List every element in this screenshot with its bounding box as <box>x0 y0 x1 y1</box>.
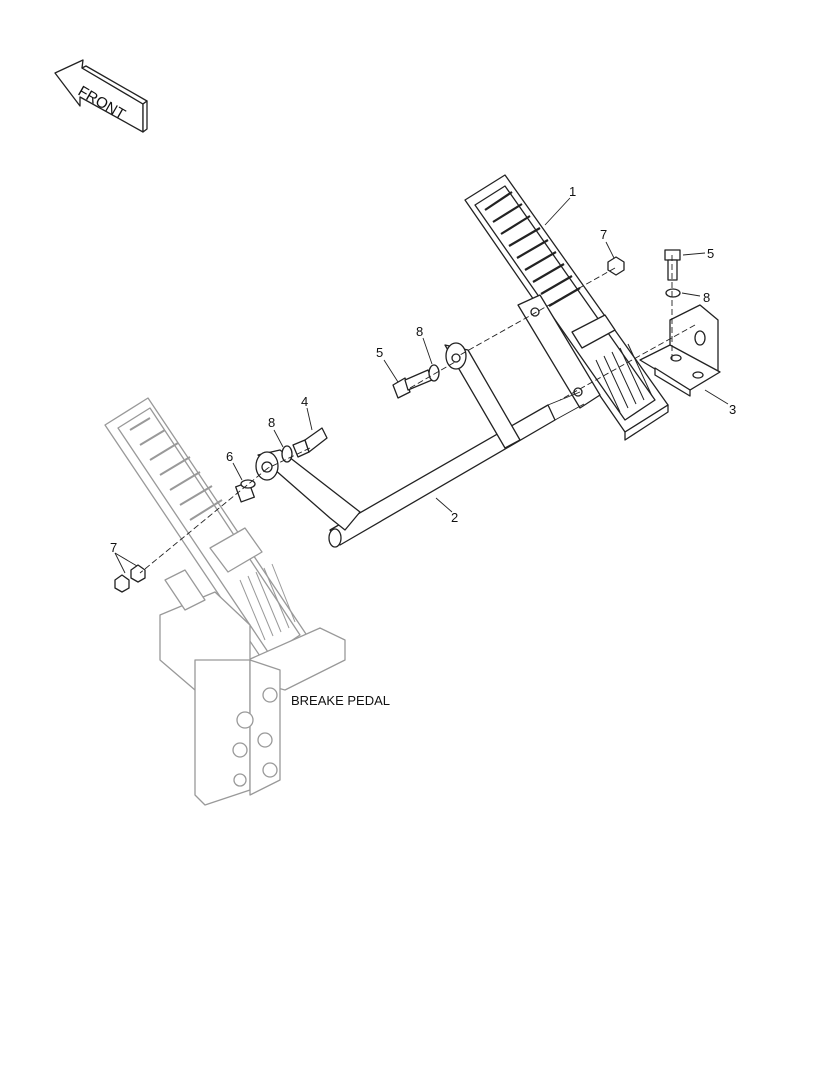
bracket <box>639 304 721 397</box>
callout-7: 7 <box>110 540 117 555</box>
accelerator-pedal <box>464 174 669 441</box>
callout-5: 5 <box>376 345 383 360</box>
nut-7-left-b <box>130 564 146 583</box>
nut-7-left-a <box>114 574 130 593</box>
bolt-4 <box>292 427 328 458</box>
pedal-shaft <box>255 342 585 548</box>
washer-8-left <box>281 445 293 463</box>
callout-3: 3 <box>729 402 736 417</box>
nut-7-top <box>607 256 625 276</box>
bolt-5-middle <box>392 369 433 399</box>
front-arrow: FRONT <box>54 59 148 133</box>
washer-8-right <box>665 288 681 298</box>
bolt-5-right <box>664 249 681 281</box>
callout-8: 8 <box>703 290 710 305</box>
bushing-6 <box>235 479 256 503</box>
callout-1: 1 <box>569 184 576 199</box>
callout-5: 5 <box>707 246 714 261</box>
leader-lines <box>114 197 729 574</box>
washer-8-middle <box>428 364 440 382</box>
brake-pedal-assembly <box>104 397 346 806</box>
callout-4: 4 <box>301 394 308 409</box>
callout-8: 8 <box>268 415 275 430</box>
callout-8: 8 <box>416 324 423 339</box>
callout-2: 2 <box>451 510 458 525</box>
callout-6: 6 <box>226 449 233 464</box>
brake-pedal-label: BREAKE PEDAL <box>291 693 390 708</box>
callout-7: 7 <box>600 227 607 242</box>
